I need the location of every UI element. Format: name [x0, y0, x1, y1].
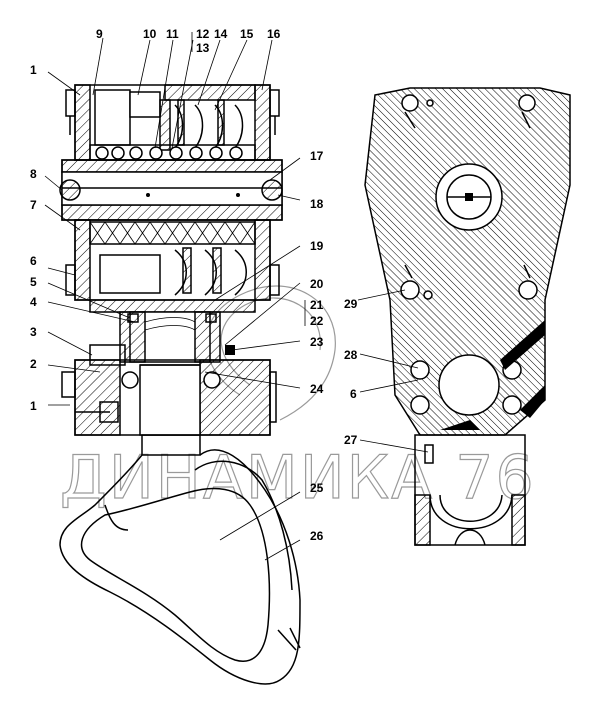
callout-14: 14	[214, 27, 228, 41]
callout-4: 4	[30, 295, 37, 309]
callout-5: 5	[30, 275, 37, 289]
callout-9: 9	[96, 27, 103, 41]
callout-13: 13	[196, 41, 210, 55]
callout-21: 21	[310, 298, 324, 312]
watermark-text: ДИНАМИКА 76	[60, 443, 536, 513]
callout-19: 19	[310, 239, 324, 253]
callout-26: 26	[310, 529, 324, 543]
callout-18: 18	[310, 197, 324, 211]
callout-28: 28	[344, 348, 358, 362]
callout-1-bottom: 1	[30, 399, 37, 413]
callout-23: 23	[310, 335, 324, 349]
callout-1-top: 1	[30, 63, 37, 77]
callout-12: 12	[196, 27, 210, 41]
callout-labels: 1 1 2 3 4 5 6 6 7 8 9 10 11 12 13 14 15 …	[30, 27, 358, 543]
trunnion	[438, 354, 500, 416]
callout-15: 15	[240, 27, 254, 41]
callout-6-right: 6	[350, 387, 357, 401]
section-view	[44, 32, 306, 685]
callout-27: 27	[344, 433, 358, 447]
hook-body	[59, 449, 301, 685]
leader-lines	[44, 32, 306, 561]
callout-2: 2	[30, 357, 37, 371]
callout-3: 3	[30, 325, 37, 339]
callout-7: 7	[30, 198, 37, 212]
callout-17: 17	[310, 149, 324, 163]
callout-10: 10	[143, 27, 157, 41]
callout-25: 25	[310, 481, 324, 495]
callout-24: 24	[310, 382, 324, 396]
side-view	[357, 87, 571, 546]
callout-29: 29	[344, 297, 358, 311]
upper-bearings	[95, 146, 243, 160]
callout-20: 20	[310, 277, 324, 291]
clevis	[414, 434, 526, 546]
callout-22: 22	[310, 314, 324, 328]
callout-6-left: 6	[30, 254, 37, 268]
callout-8: 8	[30, 167, 37, 181]
callout-16: 16	[267, 27, 281, 41]
callout-11: 11	[166, 27, 179, 41]
